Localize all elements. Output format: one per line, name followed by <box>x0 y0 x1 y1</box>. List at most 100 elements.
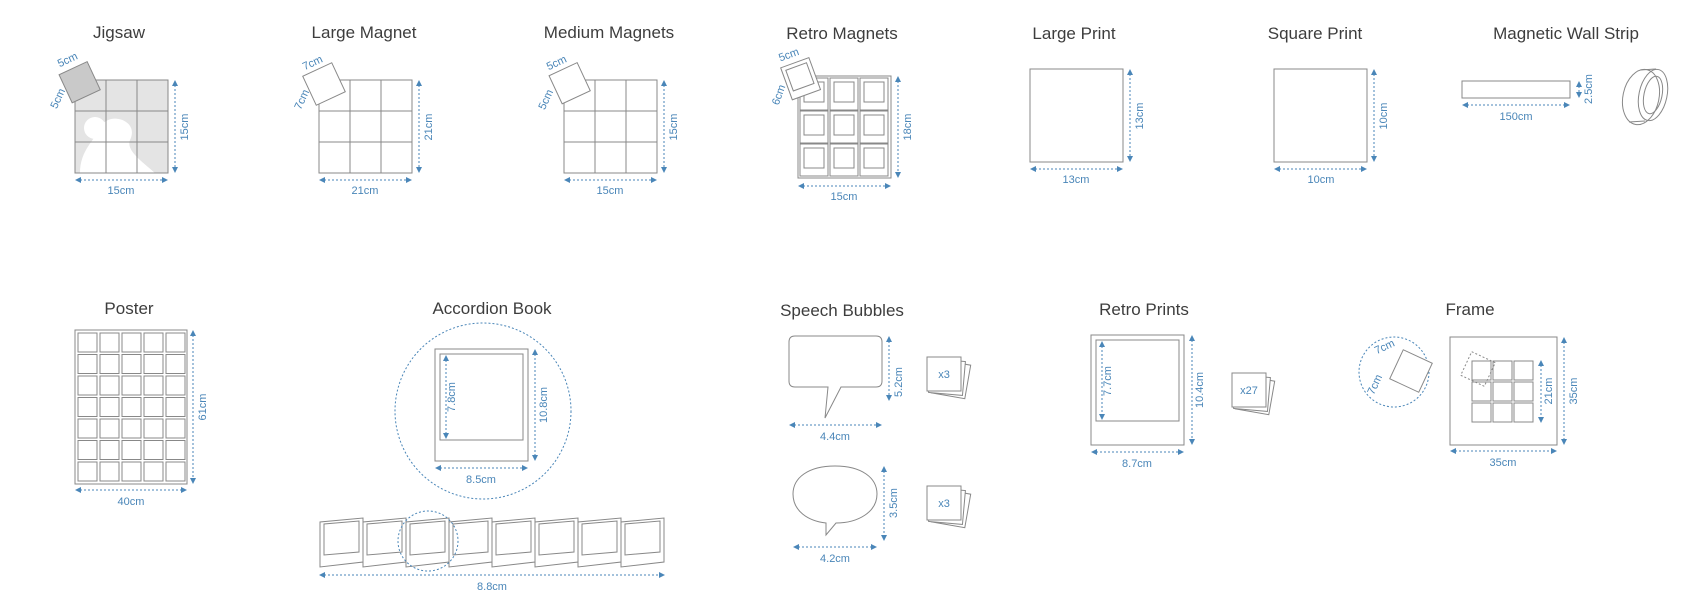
oval-bubble-width-label: 4.2cm <box>820 553 850 565</box>
rect-bubble-width-label: 4.4cm <box>820 431 850 443</box>
large-magnet-height-label: 21cm <box>423 114 435 141</box>
retro-magnets-piece-icon <box>780 56 822 101</box>
oval-bubble-stack-icon <box>926 485 972 529</box>
wall-strip-bar-icon <box>1461 80 1571 99</box>
frame-height-label: 35cm <box>1568 378 1580 405</box>
oval-bubble-count-label: x3 <box>938 498 950 510</box>
jigsaw-piece-height-label: 5cm <box>48 87 68 111</box>
product-magnetic-wall-strip[interactable]: Magnetic Wall Strip 150cm 2.5cm <box>1461 24 1672 128</box>
poster-cell <box>121 461 142 482</box>
product-square-print[interactable]: Square Print 10cm 10cm <box>1268 24 1390 186</box>
poster-cell <box>143 440 164 460</box>
frame-piece-zoom-circle <box>1358 336 1430 408</box>
poster-cell <box>121 375 142 396</box>
wall-strip-height-label: 2.5cm <box>1583 74 1595 104</box>
retro-print-card-icon <box>1090 334 1185 446</box>
accordion-card-height-label: 10.8cm <box>538 387 550 423</box>
medium-magnets-height-label: 15cm <box>668 114 680 141</box>
medium-magnets-width-label: 15cm <box>597 185 624 197</box>
frame-cell <box>1471 402 1492 423</box>
poster-cell <box>77 332 98 353</box>
large-magnet-grid-icon <box>302 62 413 174</box>
poster-cell <box>77 461 98 482</box>
product-retro-magnets[interactable]: Retro Magnets 15cm 18cm 5cm 6c <box>770 24 914 203</box>
poster-cell <box>165 397 186 417</box>
poster-title: Poster <box>104 299 153 318</box>
rect-bubble-count-label: x3 <box>938 369 950 381</box>
poster-cell <box>165 332 186 353</box>
product-retro-prints[interactable]: Retro Prints 7.7cm 10.4cm 8.7cm x27 <box>1090 300 1276 470</box>
product-frame[interactable]: Frame 7cm 7cm 21cm 35cm 35cm <box>1358 300 1580 469</box>
retro-prints-count-label: x27 <box>1240 385 1258 397</box>
square-print-width-label: 10cm <box>1308 174 1335 186</box>
frame-board-icon <box>1449 336 1558 446</box>
poster-cell <box>165 375 186 396</box>
product-poster[interactable]: Poster 40cm 61cm <box>74 299 209 508</box>
poster-cell <box>143 461 164 482</box>
accordion-zoom-circle <box>394 322 572 500</box>
frame-piece-width-label: 7cm <box>1373 337 1397 357</box>
product-large-magnet[interactable]: Large Magnet 21cm 21cm 7cm 7cm <box>292 23 435 197</box>
product-speech-bubbles[interactable]: Speech Bubbles 4.4cm 5.2cm x3 4.2cm 3.5c… <box>780 301 972 565</box>
poster-cell <box>121 418 142 439</box>
medium-magnets-piece-icon <box>548 61 591 105</box>
frame-piece-height-label: 7cm <box>1365 373 1385 397</box>
jigsaw-title: Jigsaw <box>93 23 146 42</box>
large-magnet-title: Large Magnet <box>312 23 417 42</box>
large-print-title: Large Print <box>1032 24 1115 43</box>
poster-height-label: 61cm <box>197 394 209 421</box>
poster-cell <box>143 418 164 439</box>
accordion-strip-width-label: 8.8cm <box>477 581 507 593</box>
accordion-panel <box>362 517 407 568</box>
large-print-square-icon <box>1029 68 1124 163</box>
accordion-panel <box>405 517 450 568</box>
retro-magnets-height-label: 18cm <box>902 114 914 141</box>
poster-cell <box>143 397 164 417</box>
poster-cell <box>99 440 120 460</box>
wall-strip-title: Magnetic Wall Strip <box>1493 24 1639 43</box>
medium-magnets-grid-icon <box>548 61 658 174</box>
frame-cell <box>1492 360 1513 381</box>
retro-magnets-piece-height-label: 6cm <box>770 83 788 107</box>
square-print-height-label: 10cm <box>1378 103 1390 130</box>
frame-cell <box>1513 381 1534 402</box>
large-print-height-label: 13cm <box>1134 103 1146 130</box>
accordion-panel <box>534 517 579 568</box>
product-jigsaw[interactable]: Jigsaw 15cm 15cm 5cm 5cm <box>48 23 191 197</box>
poster-cell <box>99 418 120 439</box>
accordion-title: Accordion Book <box>432 299 552 318</box>
accordion-panel <box>577 517 622 568</box>
square-print-title: Square Print <box>1268 24 1363 43</box>
poster-cell <box>99 461 120 482</box>
frame-inner-height-label: 21cm <box>1543 378 1555 405</box>
poster-cell <box>77 354 98 374</box>
large-magnet-piece-height-label: 7cm <box>292 88 312 112</box>
large-print-width-label: 13cm <box>1063 174 1090 186</box>
accordion-panel <box>319 517 364 568</box>
frame-cell <box>1492 381 1513 402</box>
poster-cell <box>121 354 142 374</box>
jigsaw-height-label: 15cm <box>179 114 191 141</box>
accordion-card-width-label: 8.5cm <box>466 474 496 486</box>
speech-bubbles-title: Speech Bubbles <box>780 301 904 320</box>
poster-cell <box>121 397 142 417</box>
retro-magnets-title: Retro Magnets <box>786 24 898 43</box>
poster-cell <box>77 418 98 439</box>
poster-cell <box>121 440 142 460</box>
poster-cell <box>77 440 98 460</box>
product-large-print[interactable]: Large Print 13cm 13cm <box>1029 24 1146 186</box>
product-accordion-book[interactable]: Accordion Book 7.8cm 10.8cm 8.5cm 8.8cm <box>319 299 665 593</box>
frame-cell <box>1471 381 1492 402</box>
accordion-panel <box>620 517 665 568</box>
retro-prints-card-width-label: 8.7cm <box>1122 458 1152 470</box>
poster-cell <box>165 418 186 439</box>
jigsaw-piece-icon <box>58 60 101 104</box>
frame-cell <box>1513 360 1534 381</box>
poster-cell <box>77 397 98 417</box>
rect-bubble-height-label: 5.2cm <box>893 367 905 397</box>
oval-bubble-height-label: 3.5cm <box>888 488 900 518</box>
accordion-photo-height-label: 7.8cm <box>446 382 458 412</box>
product-medium-magnets[interactable]: Medium Magnets 15cm 15cm 5cm 5cm <box>536 23 680 197</box>
